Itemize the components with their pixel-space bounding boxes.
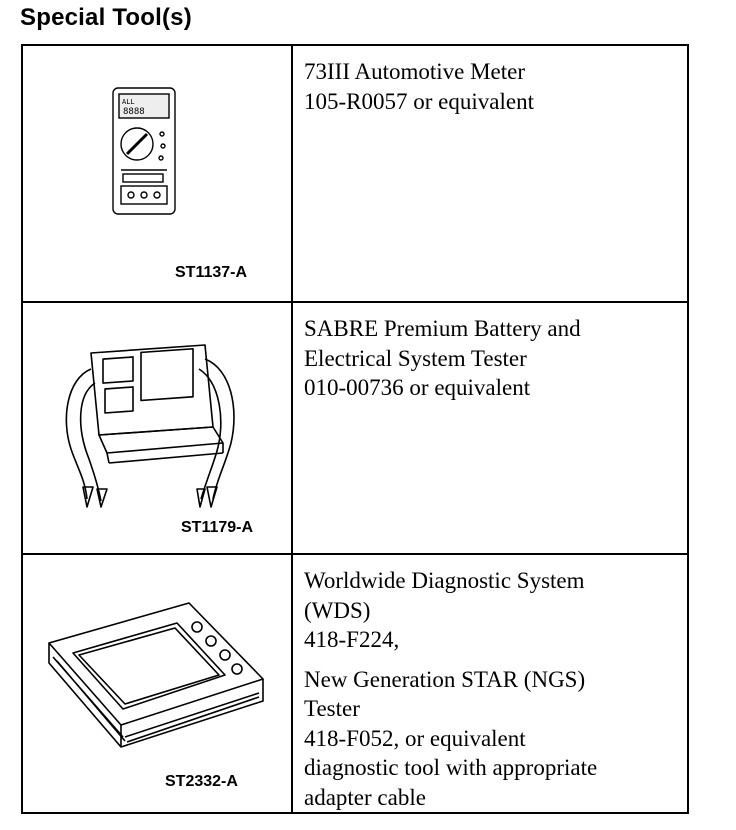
svg-text:8888: 8888 xyxy=(123,107,145,117)
battery-tester-icon xyxy=(65,344,235,508)
tool-description-line: SABRE Premium Battery and xyxy=(304,316,581,341)
tool-row: ALL 8888 ST1137-A 73III Automot xyxy=(23,46,687,303)
tool-illustration-cell: ST1179-A xyxy=(23,303,293,553)
tool-illustration-cell: ST2332-A xyxy=(23,555,293,812)
tool-description-line: 73III Automotive Meter xyxy=(304,59,526,84)
tool-description: SABRE Premium Battery and Electrical Sys… xyxy=(293,303,687,553)
tool-description-line: New Generation STAR (NGS) xyxy=(304,666,586,692)
tool-description: 73III Automotive Meter 105-R0057 or equi… xyxy=(293,46,687,301)
tool-illustration-cell: ALL 8888 ST1137-A xyxy=(23,46,293,301)
tool-code-label: ST2332-A xyxy=(165,773,238,790)
tool-description-line: Tester xyxy=(304,696,360,721)
tool-description-line: 010-00736 or equivalent xyxy=(304,375,531,400)
tool-row: ST1179-A SABRE Premium Battery and Elect… xyxy=(23,303,687,555)
svg-text:ALL: ALL xyxy=(122,98,135,106)
special-tools-table: ALL 8888 ST1137-A 73III Automot xyxy=(21,44,689,814)
tool-code-label: ST1179-A xyxy=(181,519,254,536)
page-title: Special Tool(s) xyxy=(20,4,192,31)
tool-description-line: 105-R0057 or equivalent xyxy=(304,88,534,114)
tool-description-line: adapter cable xyxy=(304,784,426,810)
tool-code-label: ST1137-A xyxy=(175,264,248,281)
tool-description-line: Worldwide Diagnostic System xyxy=(304,568,585,593)
diagnostic-scanner-icon xyxy=(48,602,264,748)
tool-description-line: diagnostic tool with appropriate xyxy=(304,755,598,780)
multimeter-icon: ALL 8888 xyxy=(112,87,176,215)
tool-description-line: Electrical System Tester xyxy=(304,345,527,371)
tool-description-line: 418-F052, or equivalent xyxy=(304,725,526,751)
tool-row: ST2332-A Worldwide Diagnostic System (WD… xyxy=(23,555,687,812)
tool-description: Worldwide Diagnostic System (WDS) 418-F2… xyxy=(293,555,687,812)
tool-description-line: (WDS) xyxy=(304,597,371,623)
tool-description-line: 418-F224, xyxy=(304,627,400,652)
